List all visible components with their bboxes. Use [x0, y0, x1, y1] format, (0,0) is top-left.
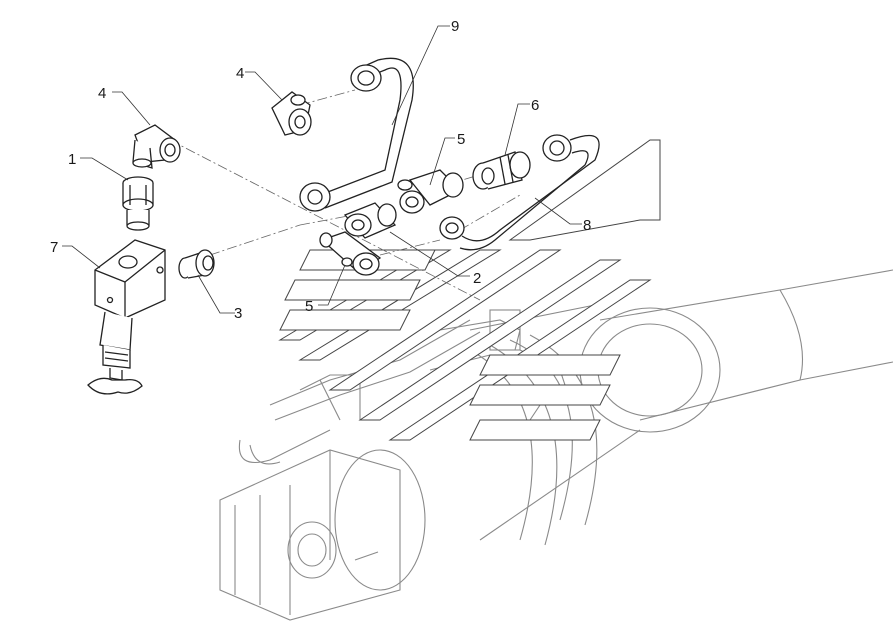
- part-3-straight-fitting: [178, 249, 215, 279]
- callout-8: 8: [583, 217, 591, 234]
- part-7-valve-block: [87, 239, 166, 395]
- part-6-union: [472, 151, 531, 190]
- part-1-fitting: [122, 176, 154, 231]
- section-plates: [278, 139, 661, 441]
- callout-6: 6: [531, 97, 539, 114]
- callout-2: 2: [473, 270, 481, 287]
- callout-4-upper: 4: [236, 65, 244, 82]
- part-4-elbow-upper: [271, 91, 312, 136]
- callout-1: 1: [68, 151, 76, 168]
- part-2-fitting: [343, 202, 397, 239]
- callout-labels: 1 2 3 4 4 5 5 6 7 8 9: [50, 18, 591, 322]
- callout-4-left: 4: [98, 85, 106, 102]
- part-4-elbow-left: [132, 124, 181, 169]
- callout-3: 3: [234, 305, 242, 322]
- part-5-tee-upper: [397, 169, 464, 214]
- callout-7: 7: [50, 239, 58, 256]
- leader-lines: [62, 25, 582, 314]
- part-8-tube: [439, 134, 600, 251]
- callout-5-upper: 5: [457, 131, 465, 148]
- callout-5-lower: 5: [305, 298, 313, 315]
- part-5-tee-lower: [319, 231, 382, 276]
- part-9-tube: [299, 57, 414, 212]
- callout-9: 9: [451, 18, 459, 35]
